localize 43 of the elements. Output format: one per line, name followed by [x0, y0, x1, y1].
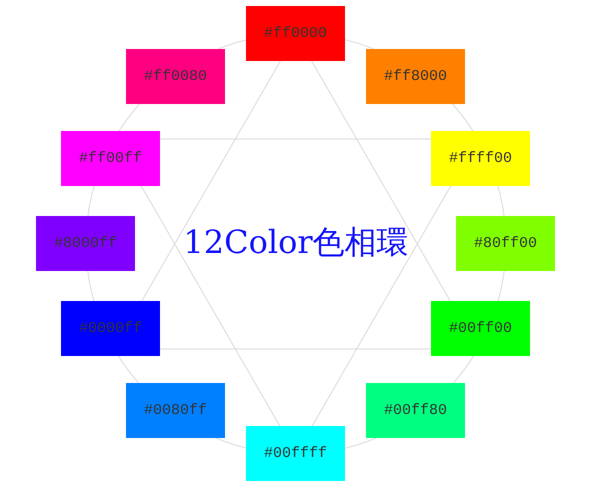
- color-block: [36, 216, 135, 271]
- arc-line: [497, 186, 505, 216]
- connector-line: [160, 138, 432, 140]
- hex-code: #ff0080: [144, 68, 207, 86]
- color-block: [246, 426, 345, 481]
- arc-line: [118, 104, 140, 132]
- color-block: [61, 301, 160, 356]
- hex-code: #00ffff: [264, 444, 327, 462]
- color-block: [61, 131, 160, 186]
- color-block: [456, 216, 555, 271]
- hex-code: #0080ff: [144, 402, 207, 420]
- connector-line: [311, 60, 451, 302]
- hex-code: #ff0000: [264, 24, 327, 42]
- arc-line: [344, 39, 374, 50]
- connector-line: [141, 60, 281, 302]
- arc-line: [87, 186, 95, 216]
- color-block: [431, 131, 530, 186]
- arc-line: [218, 40, 246, 50]
- color-block: [246, 6, 345, 61]
- connector-line: [140, 186, 280, 426]
- arc-line: [215, 438, 246, 448]
- diagram-title: 12Color色相環: [183, 224, 409, 260]
- hex-code: #8000ff: [54, 234, 117, 252]
- hex-code: #ff00ff: [78, 150, 142, 168]
- arc-line: [453, 356, 474, 384]
- hex-code: #ffff00: [448, 150, 512, 168]
- color-block: [366, 49, 465, 104]
- arc-line: [344, 438, 377, 449]
- hex-code: #ff8000: [384, 68, 447, 86]
- connector-line: [312, 186, 452, 426]
- connector-line: [160, 348, 432, 350]
- hex-code: #00ff00: [448, 320, 512, 338]
- hex-code: #80ff00: [474, 234, 537, 252]
- arc-line: [452, 104, 474, 132]
- hex-code: #0000ff: [78, 320, 142, 338]
- arc-line: [498, 270, 505, 302]
- hex-code: #00ff80: [384, 402, 447, 420]
- color-block: [126, 383, 225, 438]
- color-block: [366, 383, 465, 438]
- color-block: [431, 301, 530, 356]
- arc-line: [118, 356, 139, 384]
- color-block: [126, 49, 225, 104]
- arc-line: [87, 270, 94, 302]
